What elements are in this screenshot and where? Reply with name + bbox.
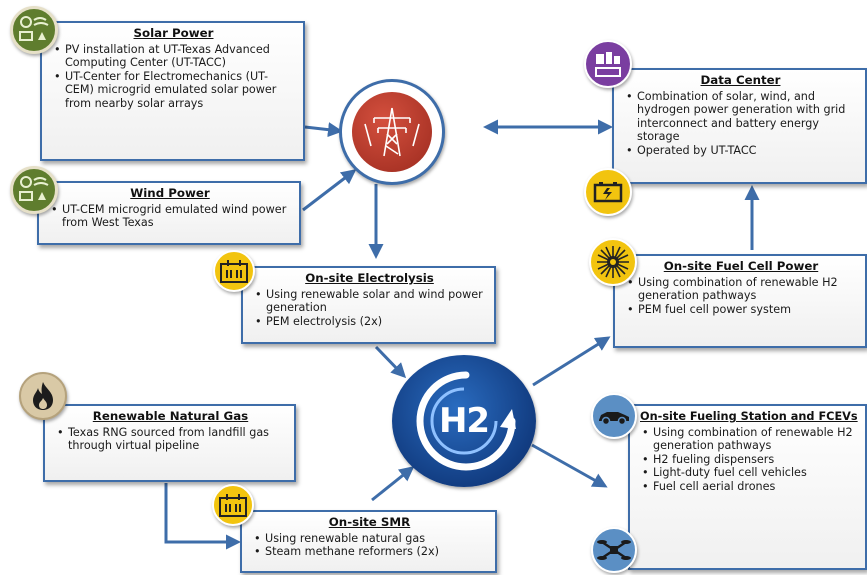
rng-title: Renewable Natural Gas: [92, 409, 249, 423]
arrow-hub-to-fuelcell: [532, 336, 611, 387]
wind-power-title: Wind Power: [130, 186, 210, 200]
fueling-bullet-3: Light-duty fuel cell vehicles: [642, 466, 857, 480]
arrow-electrolysis-to-hub: [374, 345, 407, 379]
smr-bullet-1: Using renewable natural gas: [254, 532, 487, 546]
fuelcell-bullet-2: PEM fuel cell power system: [627, 303, 857, 317]
arrow-hub-to-fueling: [531, 443, 608, 488]
fuelcell-bullet-1: Using combination of renewable H2 genera…: [627, 276, 857, 303]
electrolysis-bullet-2: PEM electrolysis (2x): [255, 315, 486, 329]
h2-label: H2: [438, 401, 490, 441]
fueling-station-box: On-site Fueling Station and FCEVs Using …: [628, 404, 867, 570]
arrow-wind-to-grid: [302, 169, 357, 212]
fuel-cell-icon: [589, 238, 637, 286]
fuel-cell-title: On-site Fuel Cell Power: [663, 259, 819, 273]
rng-box: Renewable Natural Gas Texas RNG sourced …: [43, 404, 296, 482]
wind-power-box: Wind Power UT-CEM microgrid emulated win…: [37, 181, 301, 245]
battery-icon: [584, 168, 632, 216]
solar-bullet-2: UT-Center for Electromechanics (UT-CEM) …: [54, 70, 295, 111]
electrolyzer-icon: [213, 250, 255, 292]
flame-icon: [19, 372, 67, 420]
electrolysis-bullet-1: Using renewable solar and wind power gen…: [255, 288, 486, 315]
fueling-station-title: On-site Fueling Station and FCEVs: [640, 410, 858, 423]
h2-hub-icon: H2: [392, 355, 536, 487]
smr-title: On-site SMR: [328, 515, 411, 529]
arrow-rng-to-smr: [164, 483, 241, 550]
datacenter-bullet-2: Operated by UT-TACC: [626, 144, 857, 158]
wind-bullet-1: UT-CEM microgrid emulated wind power fro…: [51, 203, 291, 230]
data-center-box: Data Center Combination of solar, wind, …: [612, 68, 867, 184]
electrolysis-title: On-site Electrolysis: [305, 271, 434, 285]
solar-power-title: Solar Power: [133, 26, 214, 40]
wind-solar-icon: [10, 166, 58, 214]
solar-bullet-1: PV installation at UT-Texas Advanced Com…: [54, 43, 295, 70]
power-tower-icon: [339, 79, 445, 185]
smr-bullet-2: Steam methane reformers (2x): [254, 545, 487, 559]
datacenter-icon: [584, 40, 632, 88]
car-icon: [591, 393, 637, 439]
data-center-title: Data Center: [700, 73, 781, 87]
solar-wind-icon: [10, 6, 58, 54]
fueling-bullet-4: Fuel cell aerial drones: [642, 480, 857, 494]
electrolysis-box: On-site Electrolysis Using renewable sol…: [241, 266, 496, 344]
arrow-smr-to-hub: [371, 466, 415, 502]
smr-icon: [212, 484, 254, 526]
drone-icon: [591, 527, 637, 573]
datacenter-bullet-1: Combination of solar, wind, and hydrogen…: [626, 90, 857, 144]
rng-bullet-1: Texas RNG sourced from landfill gas thro…: [57, 426, 286, 453]
smr-box: On-site SMR Using renewable natural gas …: [240, 510, 497, 573]
solar-power-box: Solar Power PV installation at UT-Texas …: [40, 21, 305, 161]
arrow-solar-to-grid: [304, 122, 343, 138]
fuel-cell-box: On-site Fuel Cell Power Using combinatio…: [613, 254, 867, 348]
fueling-bullet-1: Using combination of renewable H2 genera…: [642, 426, 857, 453]
fueling-bullet-2: H2 fueling dispensers: [642, 453, 857, 467]
